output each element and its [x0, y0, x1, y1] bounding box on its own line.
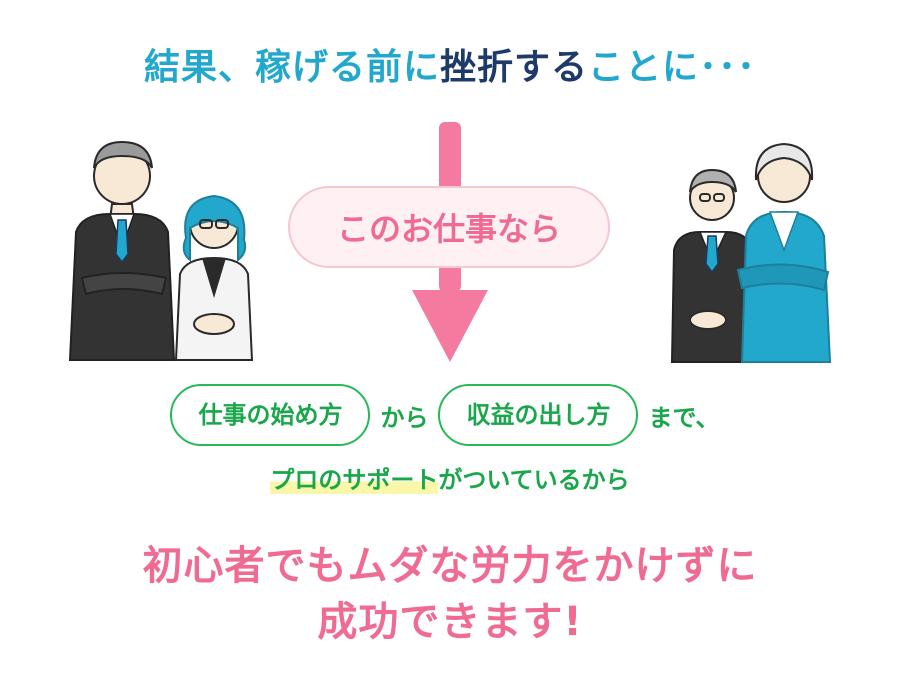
headline-part-3: ことに･･･	[588, 47, 757, 88]
support-line-2-rest: がついているから	[438, 466, 630, 494]
headline-part-1: 結果、稼げる前に	[143, 47, 440, 88]
support-highlight-text: プロのサポート	[270, 466, 439, 494]
conclusion: 初心者でもムダな労力をかけずに 成功できます!	[0, 538, 900, 650]
middle-pill: このお仕事なら	[288, 186, 610, 268]
businessman-and-businesswoman-illustration	[68, 140, 254, 361]
support-line-2: プロのサポートがついているから	[0, 460, 900, 495]
headline: 結果、稼げる前に挫折することに･･･	[0, 38, 900, 90]
conclusion-line-2: 成功できます!	[317, 599, 583, 645]
conclusion-line-1: 初心者でもムダな労力をかけずに	[142, 543, 758, 589]
support-row: 仕事の始め方 から 収益の出し方 まで、	[0, 382, 900, 448]
support-pill-1: 仕事の始め方	[170, 384, 371, 446]
support-connector-1: から	[380, 403, 429, 432]
support-pill-2: 収益の出し方	[438, 384, 639, 446]
businessman-and-businesswoman-illustration	[670, 142, 832, 363]
headline-part-2: 挫折する	[439, 47, 588, 88]
support-connector-2: まで、	[648, 403, 720, 432]
